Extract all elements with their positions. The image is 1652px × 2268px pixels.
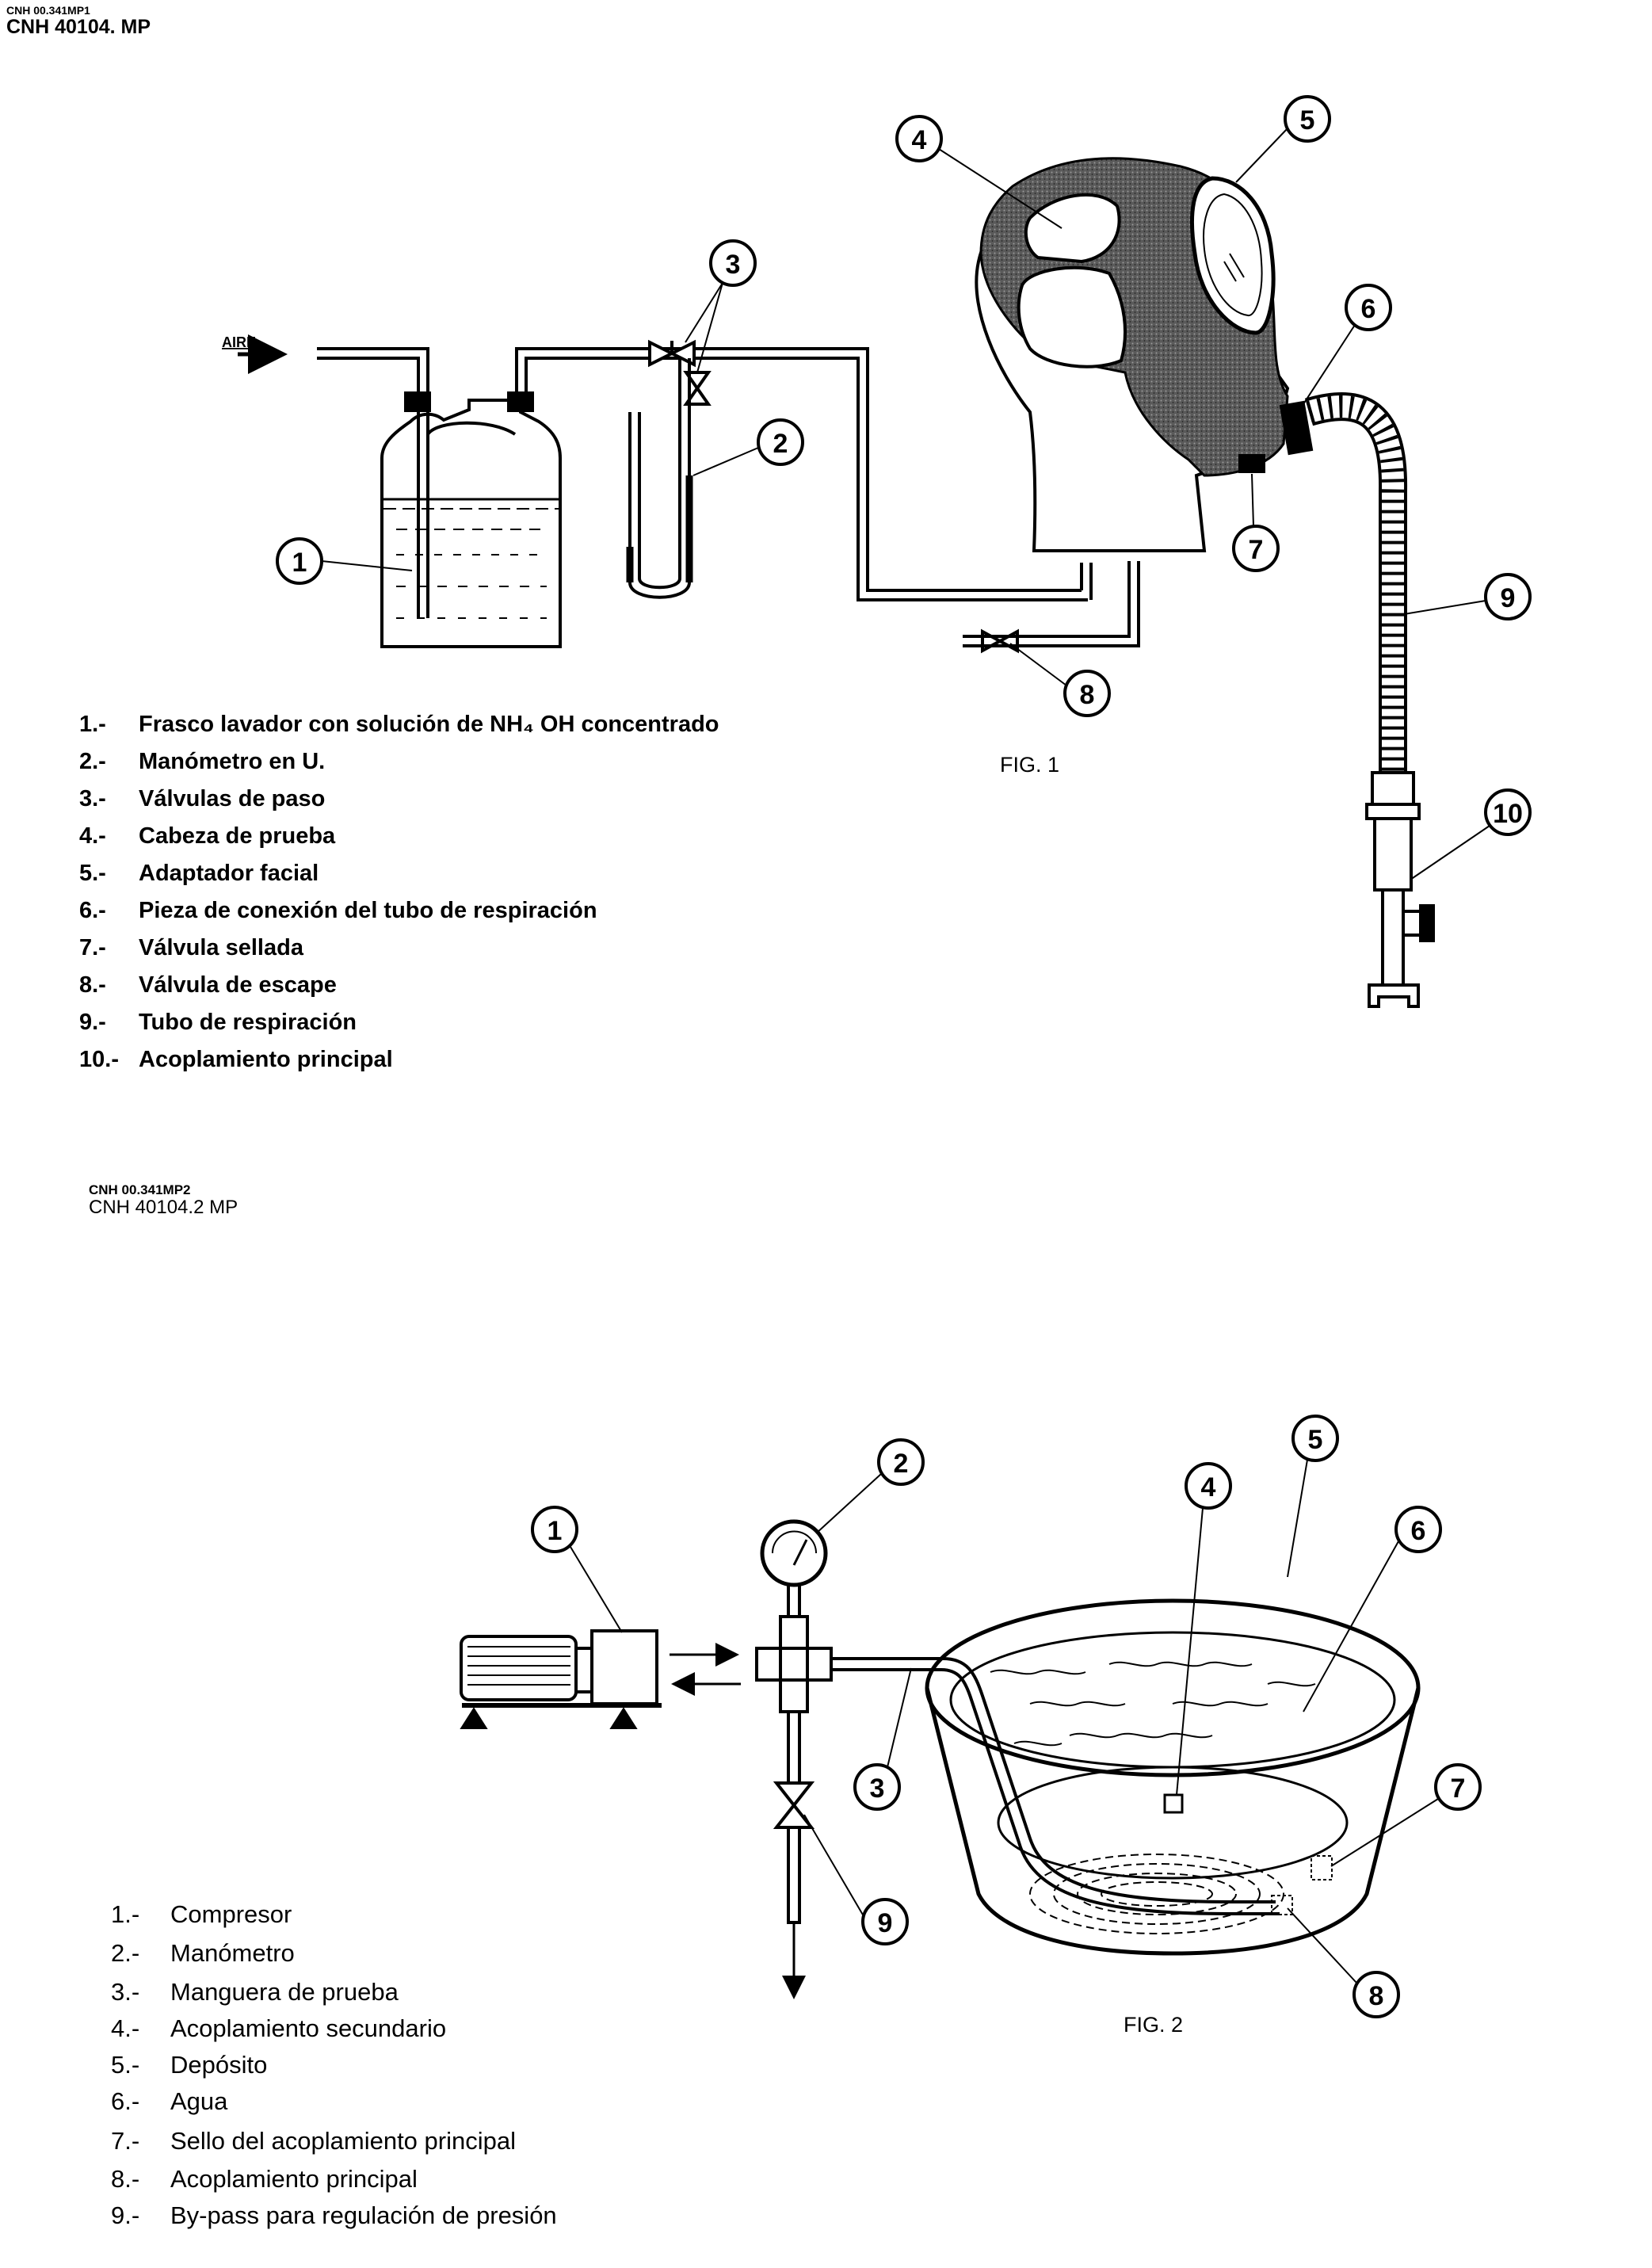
fig2-legend-item: 6.-Agua bbox=[111, 2087, 228, 2115]
fig2-code-block: CNH 00.341MP2 CNH 40104.2 MP bbox=[89, 1183, 238, 1217]
fig1-callout-10: 10 bbox=[1493, 799, 1523, 829]
main-coupling bbox=[1365, 771, 1435, 1008]
fig1-callouts bbox=[276, 95, 1532, 880]
fig2-legend-item: 3.-Manguera de prueba bbox=[111, 1978, 399, 2006]
fig2-callout-5: 5 bbox=[1308, 1425, 1323, 1455]
fig2-callout-6: 6 bbox=[1411, 1516, 1426, 1546]
test-hose bbox=[831, 1657, 1280, 1915]
fig1-callout-3: 3 bbox=[726, 250, 741, 280]
fig1-callout-4: 4 bbox=[912, 125, 927, 155]
fig1-legend-item: 5.-Adaptador facial bbox=[79, 861, 319, 886]
u-manometer bbox=[626, 358, 693, 599]
pressure-gauge bbox=[755, 1519, 833, 1999]
fig2-legend-item: 8.-Acoplamiento principal bbox=[111, 2165, 418, 2193]
fig2-caption: FIG. 2 bbox=[1124, 2013, 1184, 2037]
fig1-callout-6: 6 bbox=[1361, 294, 1376, 324]
fig2-callout-8: 8 bbox=[1369, 1981, 1384, 2011]
fig1-callout-8: 8 bbox=[1080, 680, 1095, 710]
water-tank bbox=[925, 1598, 1421, 1956]
fig1-callout-7: 7 bbox=[1249, 535, 1264, 565]
fig2-legend-item: 2.-Manómetro bbox=[111, 1939, 295, 1967]
fig2-legend-item: 7.-Sello del acoplamiento principal bbox=[111, 2127, 516, 2155]
fig1-code-line-2: CNH 40104. MP bbox=[6, 15, 151, 38]
exhaust-line bbox=[963, 561, 1140, 654]
fig2-callouts bbox=[531, 1415, 1482, 2018]
fig2-code-line-2: CNH 40104.2 MP bbox=[89, 1196, 238, 1218]
fig2-code-line-1: CNH 00.341MP2 bbox=[89, 1182, 191, 1197]
fig1-legend-item: 3.-Válvulas de paso bbox=[79, 786, 326, 811]
fig2-callout-1: 1 bbox=[547, 1516, 563, 1546]
compressor bbox=[460, 1629, 741, 1729]
fig1-legend-item: 1.-Frasco lavador con solución de NH₄ OH… bbox=[79, 712, 719, 737]
fig1-callout-9: 9 bbox=[1501, 583, 1516, 613]
fig1-callout-1: 1 bbox=[292, 548, 307, 578]
fig1-legend-item: 7.-Válvula sellada bbox=[79, 935, 303, 960]
air-label: AIRE bbox=[222, 334, 256, 350]
fig2-callout-4: 4 bbox=[1201, 1472, 1216, 1502]
fig2-callout-7: 7 bbox=[1451, 1774, 1466, 1804]
fig1-code-block: CNH 00.341MP1 CNH 40104. MP bbox=[6, 5, 151, 37]
fig2-callout-9: 9 bbox=[878, 1908, 893, 1938]
fig1-legend-item: 6.-Pieza de conexión del tubo de respira… bbox=[79, 898, 597, 923]
fig1-legend-item: 8.-Válvula de escape bbox=[79, 972, 337, 998]
breathing-hose bbox=[1304, 392, 1408, 773]
fig1-legend-item: 10.-Acoplamiento principal bbox=[79, 1047, 393, 1072]
fig1-callout-5: 5 bbox=[1300, 105, 1315, 136]
fig1-caption: FIG. 1 bbox=[1000, 753, 1060, 777]
fig2-callout-3: 3 bbox=[870, 1774, 885, 1804]
fig1-legend-item: 9.-Tubo de respiración bbox=[79, 1010, 357, 1035]
fig1-legend-item: 4.-Cabeza de prueba bbox=[79, 823, 336, 849]
fig1-legend-item: 2.-Manómetro en U. bbox=[79, 749, 326, 774]
fig2-legend-item: 4.-Acoplamiento secundario bbox=[111, 2014, 447, 2042]
washing-flask bbox=[317, 347, 1093, 648]
fig1-code-line-1: CNH 00.341MP1 bbox=[6, 4, 90, 17]
fig2-legend-item: 9.-By-pass para regulación de presión bbox=[111, 2201, 557, 2229]
fig2-legend-item: 1.-Compresor bbox=[111, 1900, 292, 1928]
fig2-legend-item: 5.-Depósito bbox=[111, 2051, 268, 2079]
test-head bbox=[975, 157, 1314, 552]
fig2-callout-2: 2 bbox=[894, 1449, 909, 1479]
fig1-callout-2: 2 bbox=[773, 429, 788, 459]
